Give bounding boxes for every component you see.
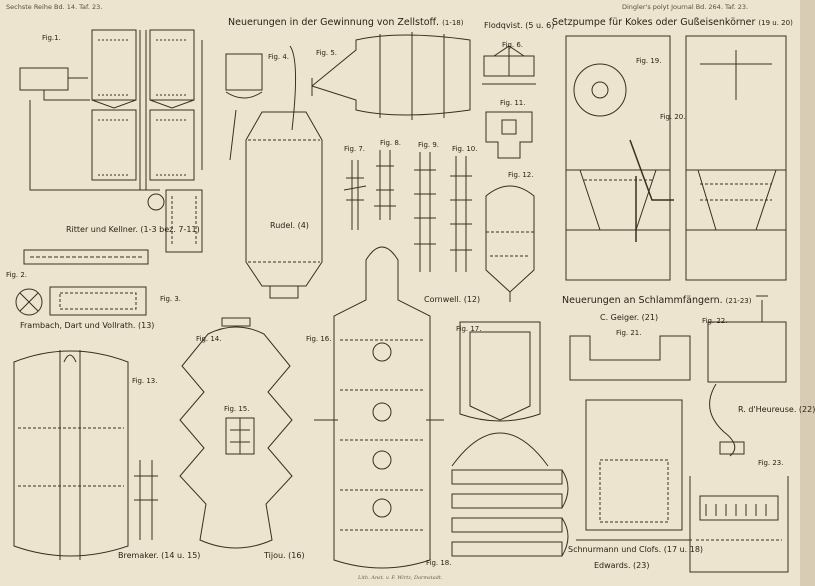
drawing-fig16 <box>314 246 444 569</box>
drawing-fig13 <box>13 350 129 560</box>
drawing-fig21 <box>569 335 692 541</box>
fig-label-5: Fig. 5. <box>316 49 338 57</box>
caption-ritter-kellner: Ritter und Kellner. (1-3 bez. 7-11) <box>66 225 200 234</box>
plate-header-right: Dingler's polyt Journal Bd. 264. Taf. 23… <box>622 3 749 11</box>
caption-rudel: Rudel. (4) <box>270 221 309 230</box>
section-title-setzpumpe-range: (19 u. 20) <box>758 19 793 27</box>
fig-label-16: Fig. 16. <box>306 335 332 343</box>
caption-heureuse: R. d'Heureuse. (22) <box>738 405 815 414</box>
section-title-setzpumpe-text: Setzpumpe für Kokes oder Gußeisenkörner <box>552 17 756 28</box>
fig-label-6: Fig. 6. <box>502 41 524 49</box>
drawing-fig17 <box>451 321 549 467</box>
plate-header-left: Sechste Reihe Bd. 14. Taf. 23. <box>6 3 103 11</box>
fig-label-8: Fig. 8. <box>380 139 402 147</box>
fig-label-11: Fig. 11. <box>500 99 526 107</box>
drawing-fig1-strip <box>23 249 149 265</box>
caption-frambach: Frambach, Dart und Vollrath. (13) <box>20 321 155 330</box>
drawing-fig12 <box>485 185 535 302</box>
drawing-fig23 <box>689 476 789 573</box>
fig-label-21: Fig. 21. <box>616 329 642 337</box>
caption-schnurmann-clofs: Schnurmann und Clofs. (17 u. 18) <box>568 545 704 554</box>
fig-label-4: Fig. 4. <box>268 53 290 61</box>
section-title-schlamm: Neuerungen an Schlammfängern. (21-23) <box>562 296 751 306</box>
fig-label-7: Fig. 7. <box>344 145 366 153</box>
fig-label-13: Fig. 13. <box>132 377 158 385</box>
fig-label-23: Fig. 23. <box>758 459 784 467</box>
fig-label-14: Fig. 14. <box>196 335 222 343</box>
section-title-zellstoff-range: (1-18) <box>442 19 464 27</box>
fig-label-22: Fig. 22. <box>702 317 728 325</box>
drawing-fig2 <box>15 288 43 316</box>
printer-credit: Lith. Anst. v. F. Wirtz, Darmstadt. <box>358 575 443 581</box>
drawing-fig3 <box>49 286 147 316</box>
section-title-schlamm-range: (21-23) <box>725 297 752 305</box>
fig-label-10: Fig. 10. <box>452 145 478 153</box>
section-title-zellstoff: Neuerungen in der Gewinnung von Zellstof… <box>228 18 463 28</box>
drawing-fig19 <box>565 35 674 281</box>
fig-label-9: Fig. 9. <box>418 141 440 149</box>
drawing-fig11 <box>485 111 533 159</box>
section-title-setzpumpe: Setzpumpe für Kokes oder Gußeisenkörner … <box>552 18 793 28</box>
caption-bremaker: Bremaker. (14 u. 15) <box>118 551 201 560</box>
drawing-fig5 <box>311 32 471 120</box>
drawing-fig22 <box>707 295 787 457</box>
fig-label-12: Fig. 12. <box>508 171 534 179</box>
drawing-fig4 <box>225 45 323 299</box>
caption-cornwell: Cornwell. (12) <box>424 295 481 304</box>
section-title-zellstoff-text: Neuerungen in der Gewinnung von Zellstof… <box>228 17 440 28</box>
drawing-fig14-side <box>134 460 158 540</box>
drawing-fig7-10 <box>343 150 472 272</box>
fig-label-15: Fig. 15. <box>224 405 250 413</box>
fig-label-18: Fig. 18. <box>426 559 452 567</box>
drawing-fig6 <box>482 45 536 85</box>
fig-label-2: Fig. 2. <box>6 271 28 279</box>
fig-label-17: Fig. 17. <box>456 325 482 333</box>
section-title-schlamm-text: Neuerungen an Schlammfängern. <box>562 295 723 306</box>
caption-flodqvist: Flodqvist. (5 u. 6) <box>484 21 555 30</box>
fig-label-19: Fig. 19. <box>636 57 662 65</box>
fig-label-3: Fig. 3. <box>160 295 182 303</box>
caption-edwards: Edwards. (23) <box>594 561 650 570</box>
fig-label-1: Fig.1. <box>42 34 61 42</box>
caption-geiger: C. Geiger. (21) <box>600 313 659 322</box>
drawing-fig20 <box>685 35 787 281</box>
fig-label-20: Fig. 20. <box>660 113 686 121</box>
drawing-fig14 <box>179 317 293 549</box>
drawing-fig15 <box>225 417 255 455</box>
caption-tijou: Tijou. (16) <box>264 551 305 560</box>
drawing-fig18 <box>451 469 569 557</box>
drawing-fig1 <box>19 29 203 253</box>
